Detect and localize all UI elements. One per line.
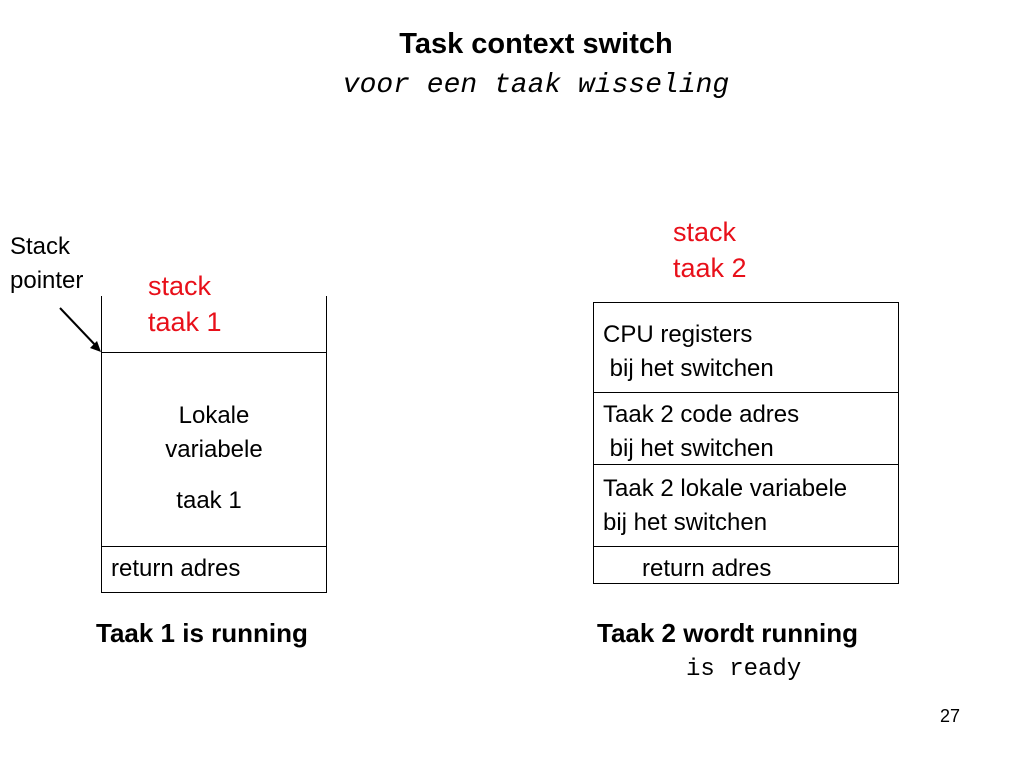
stack2-label-line2: taak 2 <box>673 253 747 283</box>
stack2-divider-1 <box>593 392 899 393</box>
stack-pointer-label-line2: pointer <box>10 267 84 294</box>
stack2-bottom-border <box>593 583 899 584</box>
stack1-body-line1: Lokale <box>178 402 250 429</box>
stack1-right-border <box>326 296 327 593</box>
stack1-label-line1: stack <box>148 271 212 301</box>
stack1-caption: Taak 1 is running <box>96 618 308 648</box>
stack1-return-address: return adres <box>111 555 241 582</box>
page-number: 27 <box>940 706 961 726</box>
stack1-left-border <box>101 296 102 593</box>
stack2-cell1-line1: CPU registers <box>603 321 753 348</box>
stack1-body-line2: variabele <box>165 436 263 463</box>
stack1-body-line3: taak 1 <box>176 487 242 514</box>
stack2-caption: Taak 2 wordt running <box>597 618 858 648</box>
stack2-cell1-line2: bij het switchen <box>603 355 774 382</box>
stack2-top-border <box>593 302 899 303</box>
stack-pointer-label-line1: Stack <box>10 233 71 260</box>
stack2-label-line1: stack <box>673 217 737 247</box>
stack2-return-address: return adres <box>642 555 772 582</box>
stack2-cell3-line1: Taak 2 lokale variabele <box>603 475 848 502</box>
slide-subtitle: voor een taak wisseling <box>342 70 730 101</box>
stack2-caption-sub: is ready <box>686 656 802 683</box>
stack2-cell2-line1: Taak 2 code adres <box>603 401 800 428</box>
stack2-left-border <box>593 302 594 584</box>
stack2-divider-2 <box>593 464 899 465</box>
stack2-divider-3 <box>593 546 899 547</box>
stack1-bottom-border <box>101 592 327 593</box>
stack2-cell2-line2: bij het switchen <box>603 435 774 462</box>
stack1-bottom-divider <box>101 546 327 547</box>
slide-title: Task context switch <box>399 28 673 60</box>
stack1-label-line2: taak 1 <box>148 307 222 337</box>
stack2-right-border <box>898 302 899 584</box>
stack1-top-divider <box>101 352 327 353</box>
stack2-cell3-line2: bij het switchen <box>603 509 768 536</box>
